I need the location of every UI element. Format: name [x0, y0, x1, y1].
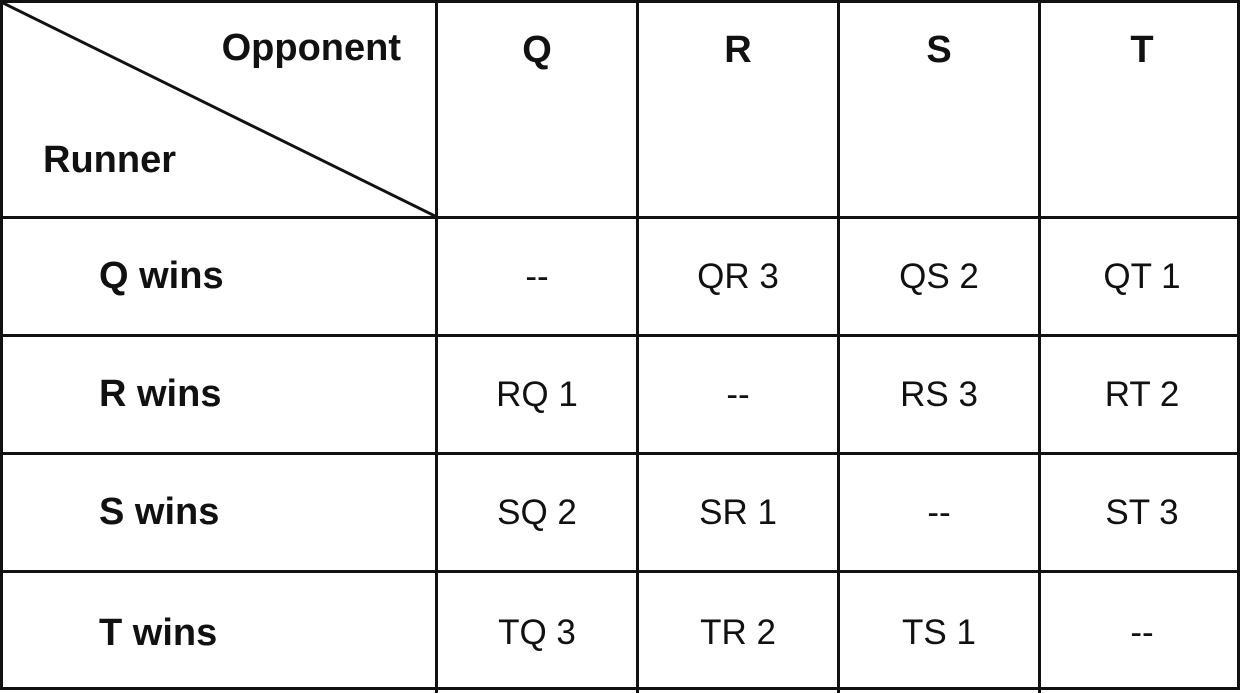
table-cell: QS 2: [840, 219, 1041, 337]
opponent-axis-label: Opponent: [221, 27, 401, 69]
runner-axis-label: Runner: [43, 139, 176, 181]
table-cell: QT 1: [1041, 219, 1240, 337]
row-header-q-wins: Q wins: [3, 219, 438, 337]
column-header-r: R: [639, 3, 840, 219]
row-header-r-wins: R wins: [3, 337, 438, 455]
column-header-q: Q: [438, 3, 639, 219]
table-cell: TQ 3: [438, 573, 639, 693]
column-header-s: S: [840, 3, 1041, 219]
table-cell: --: [438, 219, 639, 337]
table-cell: ST 3: [1041, 455, 1240, 573]
table-cell: SR 1: [639, 455, 840, 573]
row-header-s-wins: S wins: [3, 455, 438, 573]
table-cell: --: [639, 337, 840, 455]
table-cell: --: [840, 455, 1041, 573]
diagonal-divider: [3, 3, 435, 216]
column-header-t: T: [1041, 3, 1240, 219]
table-cell: QR 3: [639, 219, 840, 337]
table-cell: RQ 1: [438, 337, 639, 455]
table-cell: TS 1: [840, 573, 1041, 693]
table-cell: SQ 2: [438, 455, 639, 573]
row-header-t-wins: T wins: [3, 573, 438, 693]
table-cell: RT 2: [1041, 337, 1240, 455]
table-cell: TR 2: [639, 573, 840, 693]
corner-header-cell: Opponent Runner: [3, 3, 438, 219]
table-cell: RS 3: [840, 337, 1041, 455]
table-cell: --: [1130, 613, 1154, 652]
